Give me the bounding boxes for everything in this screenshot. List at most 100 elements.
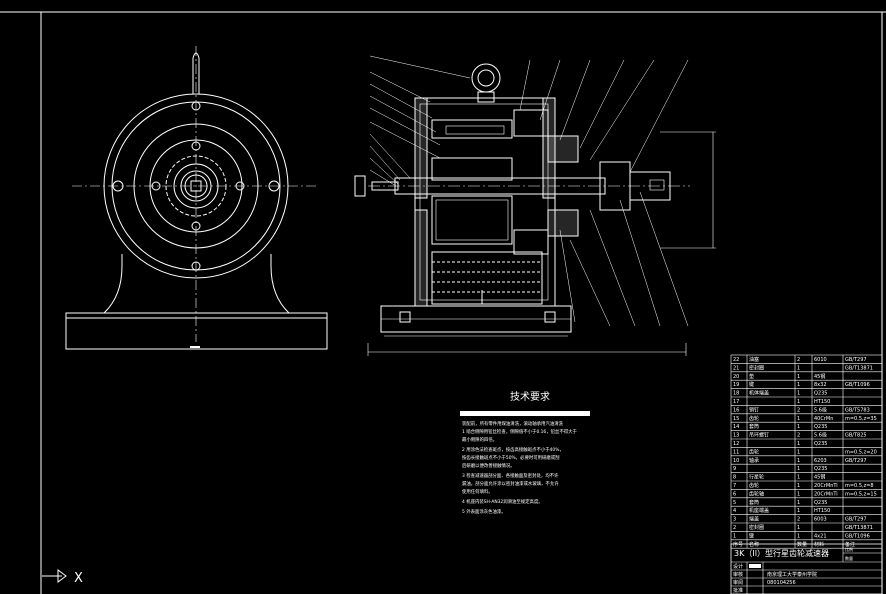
bom-cell: 1 xyxy=(797,416,800,422)
bom-cell: 1 xyxy=(797,508,800,514)
bom-cell: GB/T1096 xyxy=(845,533,870,539)
scale-label: 比例 xyxy=(845,546,853,552)
bom-cell: 19 xyxy=(733,382,739,388)
tech-title: 技术要求 xyxy=(510,390,550,403)
bom-cell: 20CrMnTi xyxy=(814,491,838,497)
bom-cell: 齿轮轴 xyxy=(749,490,764,497)
bom-cell: 8 xyxy=(733,475,736,481)
bom-cell: 5.6级 xyxy=(814,406,827,413)
tech-note-3: 2 用涂色法检查斑点，按齿高接触斑点不小于40%， xyxy=(462,446,564,453)
bom-cell: 密封圈 xyxy=(749,364,764,371)
bom-cell: 18 xyxy=(733,391,739,397)
ucs-icon: X xyxy=(42,569,83,586)
bom-cell: 4x21 xyxy=(814,533,827,539)
bom-cell: 15 xyxy=(733,416,739,422)
bom-cell: 1 xyxy=(797,500,800,506)
bom-cell: 1 xyxy=(797,466,800,472)
bom-cell: 齿轮 xyxy=(749,482,759,489)
review-label: 审核 xyxy=(733,571,743,578)
bom-cell: 5.6级 xyxy=(814,432,827,439)
bom-cell: 6010 xyxy=(814,357,827,363)
bom-cell: 齿轮 xyxy=(749,415,759,422)
bom-cell: 1 xyxy=(797,491,800,497)
bom-cell: GB/T1096 xyxy=(845,382,870,388)
bom-cell: 吊环螺钉 xyxy=(749,432,769,439)
bom-cell: 4 xyxy=(733,508,736,514)
bom-cell: 2 xyxy=(797,517,800,523)
bom-cell: 10 xyxy=(733,458,739,464)
title-block: 3K（II）型行星齿轮减速器 比例 数量 设计 审核 审阅 批准 南京理工大学泰… xyxy=(730,543,883,594)
bom-cell: 11 xyxy=(733,449,739,455)
bom-cell: GB/T297 xyxy=(845,517,867,523)
bom-cell: 22 xyxy=(733,357,739,363)
bom-cell: 1 xyxy=(797,441,800,447)
bom-cell: 9 xyxy=(733,466,736,472)
bom-cell: 1 xyxy=(797,399,800,405)
bom-cell: 垫 xyxy=(749,373,754,380)
bom-cell: Q235 xyxy=(814,500,827,506)
bom-cell: Q235 xyxy=(814,441,827,447)
bom-cell: m=0.5,z=20 xyxy=(845,449,877,455)
bom-cell: GB/T297 xyxy=(845,357,867,363)
bom-cell: GB/T13871 xyxy=(845,365,873,371)
bom-cell: 轴承 xyxy=(749,457,759,464)
bom-cell: 密封圈 xyxy=(749,524,764,531)
bom-cell: 20CrMnTi xyxy=(814,483,838,489)
bom-cell: GB/T297 xyxy=(845,458,867,464)
school-name: 南京理工大学泰州学院 xyxy=(767,571,817,578)
bom-cell: 2 xyxy=(797,433,800,439)
bom-cell: 端盖 xyxy=(749,516,759,523)
bom-cell: GB/T825 xyxy=(845,433,867,439)
design-signature-block xyxy=(749,564,761,568)
bom-cell: 3 xyxy=(733,517,736,523)
bom-cell: 2 xyxy=(733,525,736,531)
tech-note-0: 装配前，所有零件用煤油清洗，滚动轴承用汽油清洗 xyxy=(462,420,564,427)
bom-cell: 1 xyxy=(797,382,800,388)
bom-cell: 6003 xyxy=(814,517,827,523)
bom-cell: 1 xyxy=(797,533,800,539)
student-number: 080104256 xyxy=(767,580,796,586)
bom-cell: Q235 xyxy=(814,391,827,397)
bom-cell: 2 xyxy=(797,407,800,413)
bom-cell: 8x32 xyxy=(814,382,827,388)
bom-cell: 1 xyxy=(797,475,800,481)
tech-note-9: 4 机座内装SH-AN32润滑油至规定高度。 xyxy=(462,498,543,505)
tech-note-10: 5 外表面涂灰色油漆。 xyxy=(462,508,506,515)
bom-cell: 20 xyxy=(733,374,739,380)
bom-cell: 1 xyxy=(797,449,800,455)
left-view xyxy=(65,46,328,350)
design-label: 设计 xyxy=(733,563,743,570)
bom-cell: m=0.5,z=8 xyxy=(845,483,874,489)
tech-note-1: 1 啮合侧隙用铅丝检查，侧隙值不小于0.16，铅丝不得大于 xyxy=(462,428,578,435)
tech-note-2: 最小侧隙的四倍。 xyxy=(462,436,497,443)
bom-cell: 油塞 xyxy=(749,356,759,363)
bom-cell: 机体端盖 xyxy=(749,390,769,397)
bom-cell: Q235 xyxy=(814,424,827,430)
bom-cell: 键 xyxy=(749,532,754,539)
bom-cell: m=0.5,z=15 xyxy=(845,491,877,497)
bom-cell: 1 xyxy=(797,424,800,430)
bom-cell: 1 xyxy=(797,365,800,371)
drawing-name: 3K（II）型行星齿轮减速器 xyxy=(734,548,829,558)
bom-cell: 1 xyxy=(797,374,800,380)
tech-note-8: 使用任何填料。 xyxy=(462,488,493,495)
bom-cell: 45钢 xyxy=(814,474,825,481)
bom-cell: 套筒 xyxy=(749,499,759,506)
bom-cell: 12 xyxy=(733,441,739,447)
bom-cell: 7 xyxy=(733,483,736,489)
audit-label: 审阅 xyxy=(733,579,743,586)
bom-cell: 1 xyxy=(797,458,800,464)
bom-cell: 40CrMn xyxy=(814,416,833,422)
bom-cell: 键 xyxy=(749,381,754,388)
bom-border xyxy=(730,354,883,549)
tech-title-underline xyxy=(460,411,590,416)
bom-cell: 6 xyxy=(733,491,736,497)
bom-cell: m=0.5,z=35 xyxy=(845,416,877,422)
tech-note-7: 漏油。剖分面允许涂以密封油漆或水玻璃，不允许 xyxy=(462,480,559,487)
tech-note-4: 按齿长接触斑点不小于50%，必要时可用研磨或刮 xyxy=(462,454,560,461)
tech-note-5: 后研磨以便改善接触情况。 xyxy=(462,462,515,469)
bom-cell: HT150 xyxy=(814,399,830,405)
